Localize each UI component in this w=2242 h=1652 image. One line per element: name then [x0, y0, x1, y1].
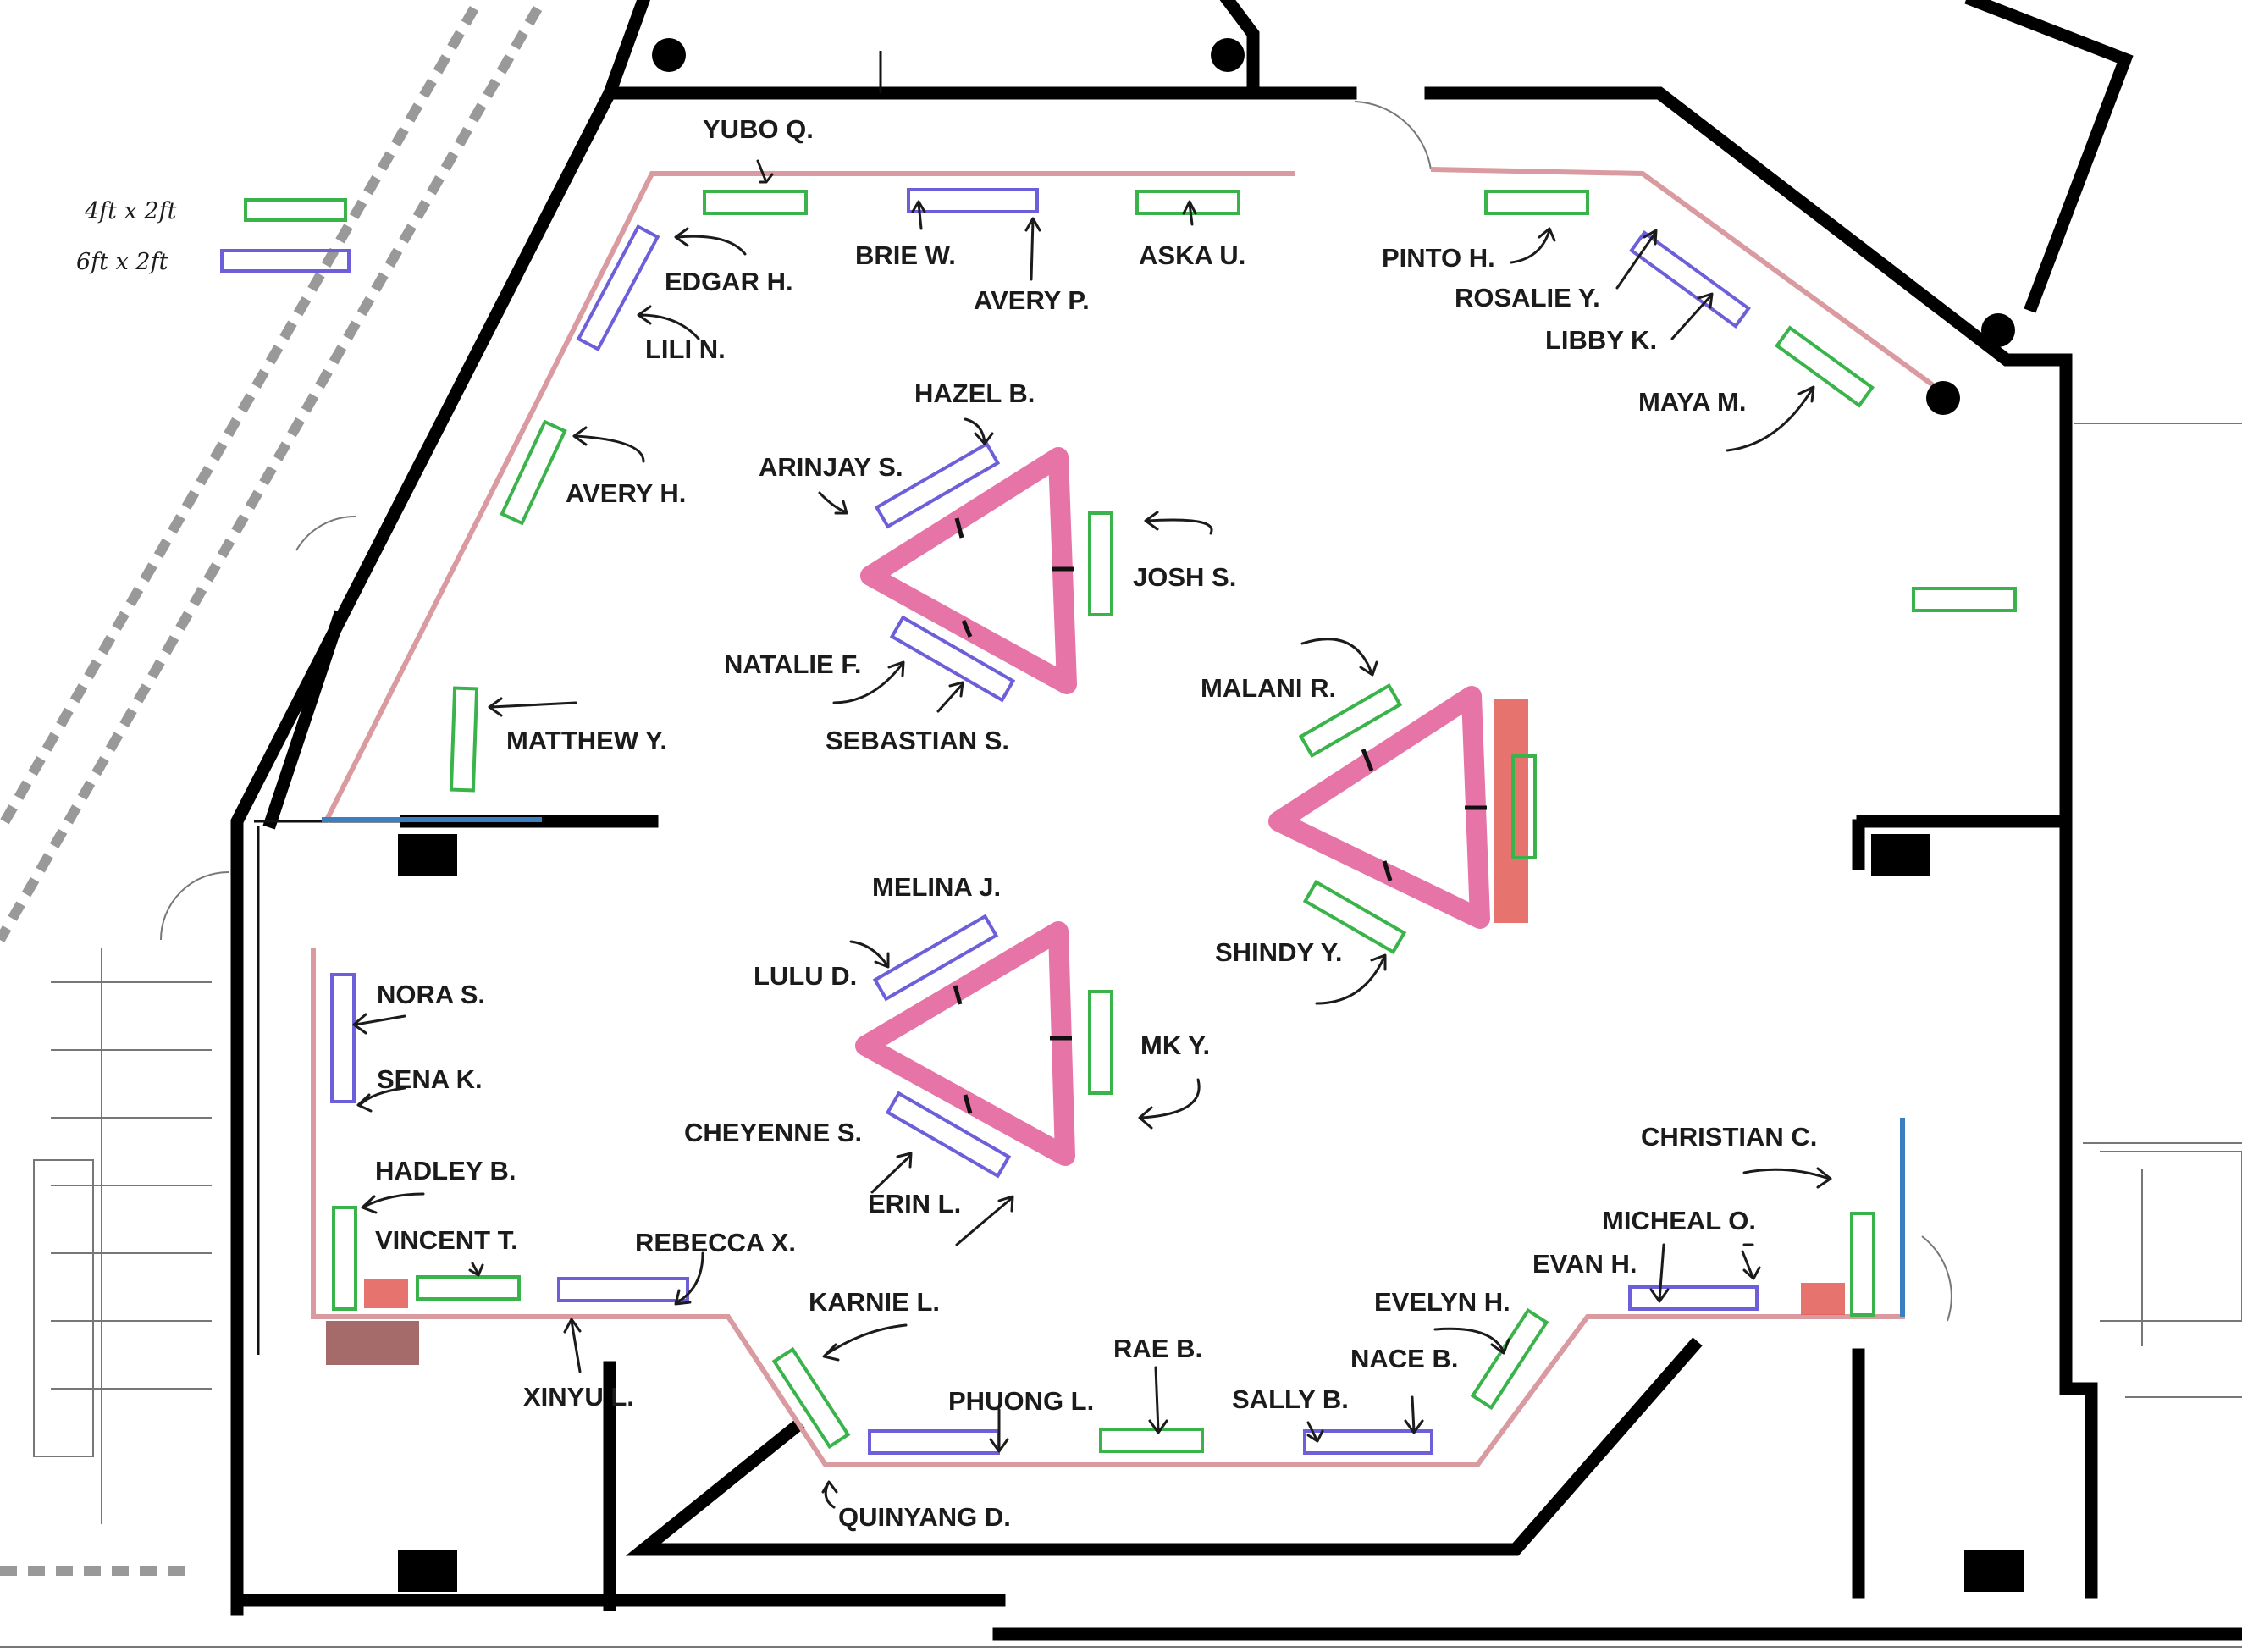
table-evan-micheal: [1628, 1285, 1759, 1311]
label-maya: MAYA M.: [1638, 387, 1746, 417]
triangle-center: [1268, 686, 1490, 929]
label-brie: BRIE W.: [855, 240, 956, 270]
triangle-south: [855, 921, 1075, 1166]
name-labels: YUBO Q. BRIE W. AVERY P. ASKA U. PINTO H…: [375, 114, 1817, 1532]
label-aska: ASKA U.: [1139, 240, 1245, 270]
table-shindy: [1302, 880, 1407, 954]
label-vincent: VINCENT T.: [375, 1225, 518, 1255]
tables: [330, 188, 2017, 1455]
label-rae: RAE B.: [1113, 1334, 1202, 1363]
legend-label-4ft: 4ft x 2ft: [84, 198, 177, 224]
table-malani: [1298, 683, 1403, 758]
label-erin: ERIN L.: [868, 1189, 961, 1218]
label-evan: EVAN H.: [1532, 1249, 1637, 1279]
label-sena: SENA K.: [377, 1064, 483, 1094]
table-josh: [1088, 511, 1113, 616]
table-rae: [1099, 1428, 1204, 1453]
table-maya: [1775, 325, 1875, 408]
label-arinjay: ARINJAY S.: [759, 452, 903, 482]
table-hazel-arinjay: [874, 441, 1001, 529]
table-sally-nace: [1303, 1429, 1433, 1455]
arrows: [352, 159, 1832, 1509]
table-phuong: [868, 1429, 1000, 1455]
label-cheyenne: CHEYENNE S.: [684, 1118, 862, 1147]
label-evelyn: EVELYN H.: [1374, 1287, 1510, 1317]
label-shindy: SHINDY Y.: [1215, 937, 1342, 967]
label-quinyang: QUINYANG D.: [838, 1502, 1011, 1532]
table-hadley: [332, 1206, 357, 1311]
table-edgar-lili: [576, 224, 660, 352]
table-cheyenne-erin: [885, 1091, 1012, 1179]
table-evelyn: [1470, 1307, 1549, 1411]
table-rosalie-libby: [1629, 230, 1751, 329]
label-lili: LILI N.: [645, 334, 726, 364]
legend: 4ft x 2ft 6ft x 2ft: [76, 198, 351, 275]
label-karnie: KARNIE L.: [809, 1287, 940, 1317]
label-christian: CHRISTIAN C.: [1641, 1122, 1817, 1152]
label-nora: NORA S.: [377, 980, 485, 1009]
legend-swatch-6ft: [220, 249, 351, 273]
table-aska: [1135, 190, 1240, 215]
label-xinyu: XINYU L.: [523, 1382, 634, 1412]
inner-wall-outline: [311, 167, 1941, 1467]
label-natalie: NATALIE F.: [724, 649, 861, 679]
label-pinto: PINTO H.: [1382, 243, 1495, 273]
label-josh: JOSH S.: [1133, 562, 1236, 592]
legend-label-6ft: 6ft x 2ft: [76, 249, 168, 275]
table-triangle2-east: [1511, 754, 1537, 859]
table-christian: [1850, 1212, 1875, 1317]
label-matthew: MATTHEW Y.: [506, 726, 667, 755]
label-sally: SALLY B.: [1232, 1384, 1349, 1414]
label-micheal: MICHEAL O.: [1602, 1206, 1756, 1235]
label-nace: NACE B.: [1350, 1344, 1458, 1373]
label-rosalie: ROSALIE Y.: [1455, 283, 1600, 312]
table-brie-avery: [907, 188, 1039, 213]
table-karnie: [771, 1346, 851, 1450]
label-rebecca: REBECCA X.: [635, 1228, 796, 1257]
label-lulu: LULU D.: [754, 961, 857, 991]
table-yubo: [703, 190, 808, 215]
legend-swatch-4ft: [244, 198, 347, 222]
interior-lines: [0, 51, 2242, 1648]
triangle-stations: [855, 447, 1490, 1166]
table-natalie-sebastian: [889, 615, 1016, 703]
table-nora-sena: [330, 973, 356, 1103]
label-melina: MELINA J.: [872, 872, 1001, 902]
table-pinto: [1484, 190, 1589, 215]
table-avery-h: [500, 419, 567, 526]
table-east: [1912, 587, 2017, 612]
table-melina-lulu: [872, 914, 999, 1002]
label-mk: MK Y.: [1140, 1030, 1210, 1060]
label-hazel: HAZEL B.: [914, 378, 1035, 408]
label-yubo: YUBO Q.: [703, 114, 814, 144]
table-mk: [1088, 990, 1113, 1095]
label-malani: MALANI R.: [1201, 673, 1336, 703]
property-line: [0, 6, 543, 1576]
label-phuong: PHUONG L.: [948, 1386, 1094, 1416]
label-libby: LIBBY K.: [1545, 325, 1657, 355]
table-matthew: [449, 686, 479, 793]
label-sebastian: SEBASTIAN S.: [826, 726, 1009, 755]
triangle-north: [860, 447, 1077, 694]
label-avery-h: AVERY H.: [566, 478, 686, 508]
label-avery-p: AVERY P.: [974, 285, 1090, 315]
label-edgar: EDGAR H.: [665, 267, 793, 296]
label-hadley: HADLEY B.: [375, 1156, 516, 1185]
building-walls: [230, 0, 2242, 1641]
columns: [398, 38, 2024, 1592]
table-rebecca-xinyu: [557, 1277, 689, 1302]
table-vincent: [416, 1275, 521, 1301]
